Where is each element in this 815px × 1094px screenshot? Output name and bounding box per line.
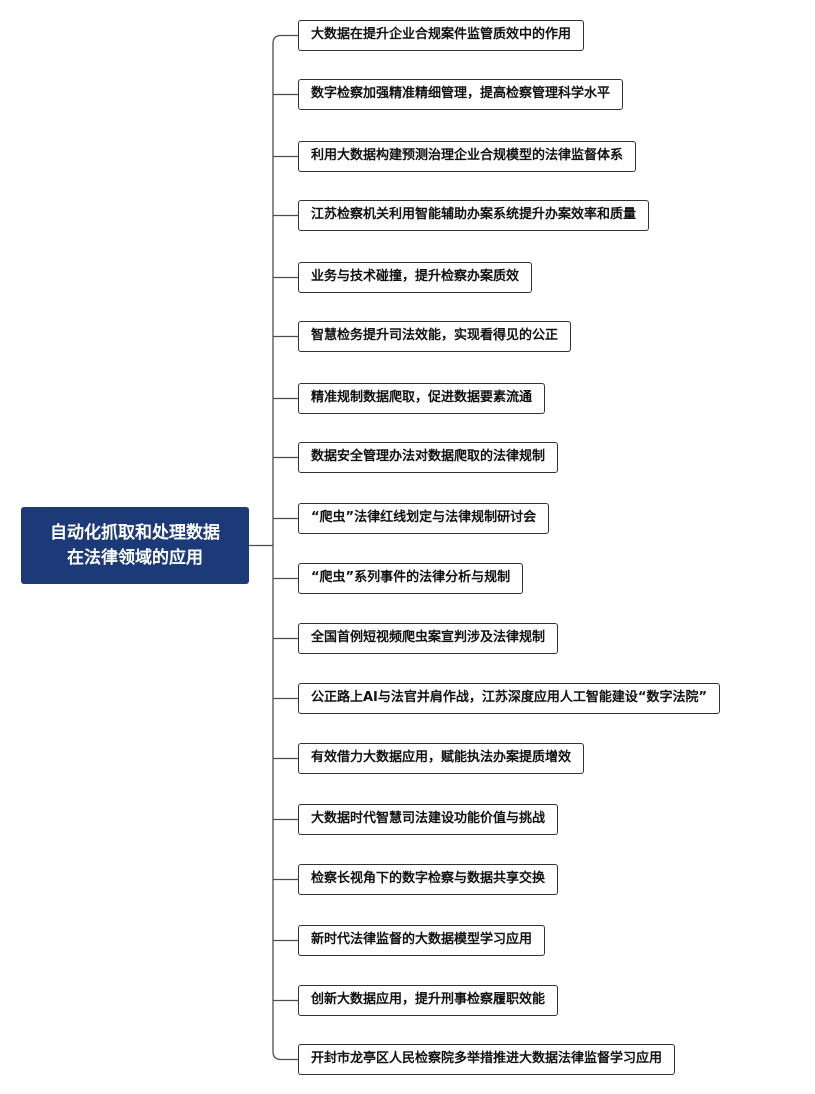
subtopic-node[interactable]: 全国首例短视频爬虫案宣判涉及法律规制	[298, 623, 559, 654]
subtopic-node[interactable]: 有效借力大数据应用，赋能执法办案提质增效	[298, 743, 585, 774]
subtopic-node[interactable]: 大数据在提升企业合规案件监管质效中的作用	[298, 20, 585, 51]
subtopic-node[interactable]: “爬虫”法律红线划定与法律规制研讨会	[298, 503, 550, 534]
subtopic-node[interactable]: 创新大数据应用，提升刑事检察履职效能	[298, 985, 559, 1016]
subtopic-node[interactable]: 大数据时代智慧司法建设功能价值与挑战	[298, 804, 559, 835]
subtopic-node[interactable]: 数据安全管理办法对数据爬取的法律规制	[298, 442, 559, 473]
subtopic-node[interactable]: “爬虫”系列事件的法律分析与规制	[298, 563, 524, 594]
root-topic-line-1: 自动化抓取和处理数据	[50, 522, 220, 543]
root-topic-line-2: 在法律领域的应用	[67, 547, 203, 568]
root-topic[interactable]: 自动化抓取和处理数据 在法律领域的应用	[21, 507, 249, 584]
branch-line	[272, 1051, 298, 1061]
subtopic-node[interactable]: 精准规制数据爬取，促进数据要素流通	[298, 383, 546, 414]
subtopic-node[interactable]: 新时代法律监督的大数据模型学习应用	[298, 925, 546, 956]
subtopic-node[interactable]: 利用大数据构建预测治理企业合规模型的法律监督体系	[298, 141, 637, 172]
subtopic-node[interactable]: 业务与技术碰撞，提升检察办案质效	[298, 262, 533, 293]
subtopic-node[interactable]: 数字检察加强精准精细管理，提高检察管理科学水平	[298, 79, 624, 110]
subtopic-node[interactable]: 智慧检务提升司法效能，实现看得见的公正	[298, 321, 572, 352]
branch-line	[272, 34, 298, 44]
subtopic-node[interactable]: 公正路上AI与法官并肩作战，江苏深度应用人工智能建设“数字法院”	[298, 683, 720, 714]
subtopic-node[interactable]: 开封市龙亭区人民检察院多举措推进大数据法律监督学习应用	[298, 1044, 676, 1075]
subtopic-node[interactable]: 检察长视角下的数字检察与数据共享交换	[298, 864, 559, 895]
subtopic-node[interactable]: 江苏检察机关利用智能辅助办案系统提升办案效率和质量	[298, 200, 650, 231]
